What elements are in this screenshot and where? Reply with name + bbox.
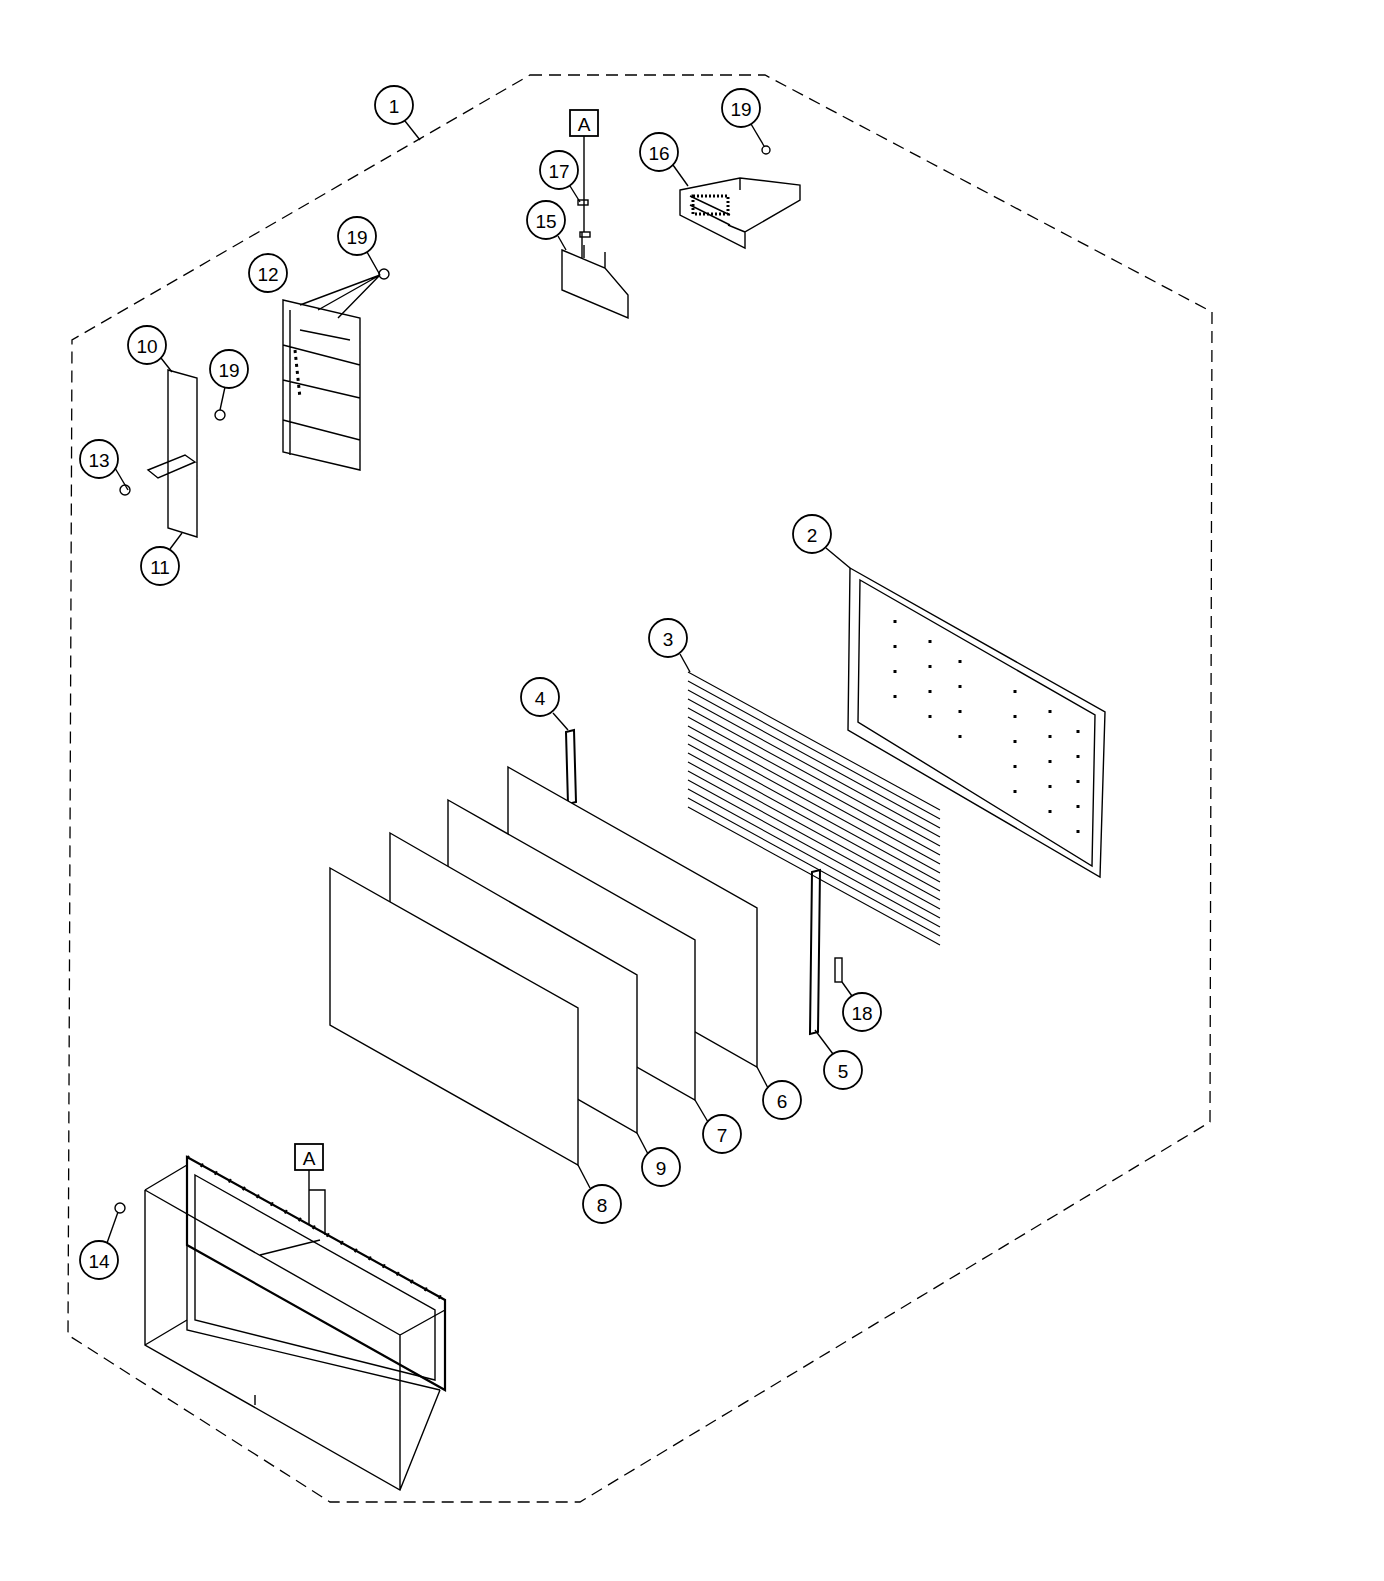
callout-number: 6 <box>777 1092 788 1111</box>
callout-number: 19 <box>730 100 751 119</box>
callout-number: 10 <box>136 337 157 356</box>
callout-number: 16 <box>648 144 669 163</box>
callout-number: 18 <box>851 1004 872 1023</box>
callout-number: 9 <box>656 1159 667 1178</box>
callout-number: 14 <box>88 1252 109 1271</box>
callout-number: 13 <box>88 451 109 470</box>
callout-number: A <box>303 1149 316 1168</box>
callout-number: 1 <box>389 97 400 116</box>
callout-number: 17 <box>548 162 569 181</box>
callout-number: 19 <box>346 228 367 247</box>
callout-number: 7 <box>717 1126 728 1145</box>
callout-number: 2 <box>807 526 818 545</box>
callout-number: 8 <box>597 1196 608 1215</box>
callout-number: 19 <box>218 361 239 380</box>
callout-number: 15 <box>535 212 556 231</box>
callout-number: 11 <box>150 558 170 577</box>
callout-number: 12 <box>257 265 278 284</box>
callout-number: 5 <box>838 1062 849 1081</box>
callout-number: 3 <box>663 630 674 649</box>
callout-number: 4 <box>535 689 546 708</box>
callout-number: A <box>578 115 591 134</box>
